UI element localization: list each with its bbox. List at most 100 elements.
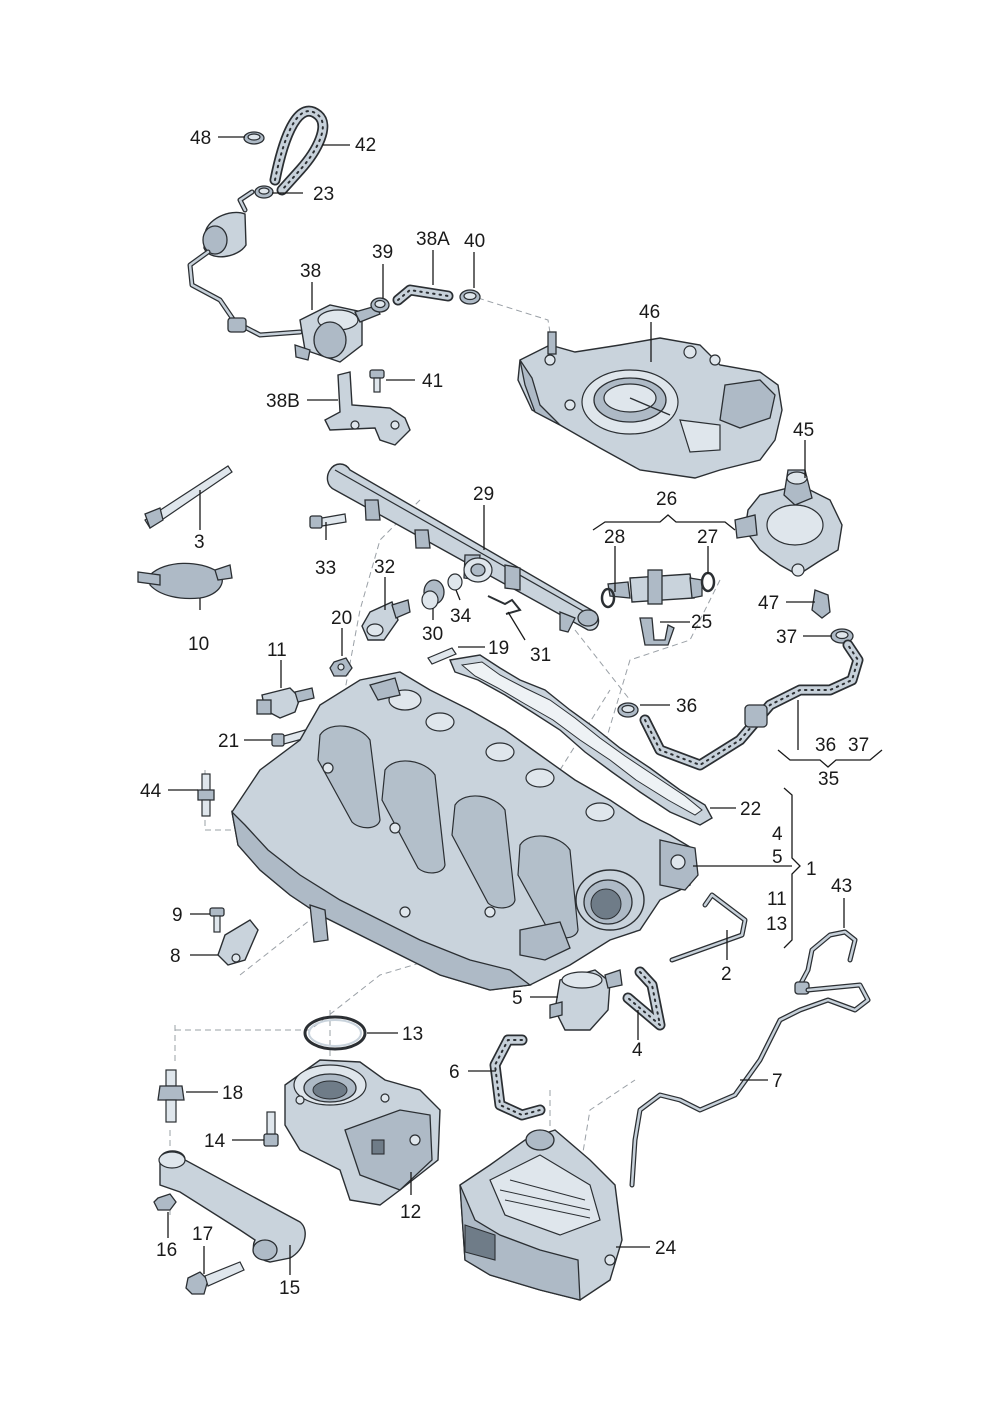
label-28: 28 [604,527,625,548]
label-34: 34 [450,606,472,627]
label-6: 6 [449,1062,460,1083]
label-3: 3 [194,532,205,553]
vent-filter [202,189,255,258]
label-25: 25 [691,612,712,633]
clamp-48 [243,131,265,145]
hose-4 [622,966,666,1031]
nut-16 [153,1193,177,1211]
label-5-valve: 5 [512,988,523,1009]
leader-lines [167,136,883,1275]
cable-tie-3 [144,465,233,529]
label-43: 43 [831,876,852,897]
stud-19 [427,647,457,665]
label-14: 14 [204,1131,226,1152]
label-2: 2 [721,964,732,985]
label-9: 9 [172,905,183,926]
label-20: 20 [331,608,352,629]
label-17: 17 [192,1224,213,1245]
intake-manifold [230,671,699,991]
stud-18 [157,1069,185,1123]
label-18: 18 [222,1083,243,1104]
label-10: 10 [188,634,209,655]
label-13-oring: 13 [402,1024,423,1045]
line-43 [794,929,858,995]
gasket-22 [449,654,713,826]
label-11-sensor: 11 [267,640,287,661]
part-30 [421,579,445,610]
sensor-11 [256,687,315,719]
pump-45 [734,469,843,577]
hose-42 [269,105,329,196]
sensor-32 [361,599,411,641]
clamp-37 [830,628,854,644]
valve-5 [549,969,623,1031]
label-37-pump: 37 [776,627,797,648]
clamp-39 [370,297,390,313]
hose-38A [392,284,454,306]
o-ring-27 [700,571,716,593]
fuel-rail-29 [326,463,600,633]
label-41: 41 [422,371,443,392]
label-30: 30 [422,624,443,645]
label-4-hose: 4 [632,1040,643,1061]
label-44: 44 [140,781,162,802]
label-40: 40 [464,231,485,252]
cover-46 [517,331,783,479]
clamp-40 [459,289,481,305]
bolt-41 [369,369,385,393]
o-ring-28 [600,587,616,609]
label-13-group: 13 [766,914,787,935]
label-29: 29 [473,484,494,505]
sensor-8 [217,919,259,966]
nut-20 [329,657,353,677]
air-filter-24 [459,1129,623,1301]
label-12: 12 [400,1202,421,1223]
clip-31 [487,595,522,615]
hose-36-37 [639,639,864,771]
hose-6 [489,1034,546,1121]
bolt-9 [209,907,225,933]
o-ring-34 [447,573,463,591]
label-21: 21 [218,731,239,752]
label-46: 46 [639,302,660,323]
label-15: 15 [279,1278,300,1299]
label-35: 35 [818,769,839,790]
bolt-21 [271,729,307,747]
vent-line [187,249,303,338]
fitting-47 [811,589,831,619]
label-42: 42 [355,135,376,156]
clamp-36 [617,702,639,718]
label-38: 38 [300,261,321,282]
label-38A: 38A [416,229,450,250]
label-8: 8 [170,946,181,967]
bracket-15 [158,1150,306,1263]
label-38B: 38B [266,391,300,412]
line-7 [629,982,871,1188]
hose-2 [669,892,748,963]
label-1: 1 [806,859,817,880]
label-22: 22 [740,799,761,820]
label-37-group: 37 [848,735,869,756]
bolt-17 [185,1261,245,1295]
label-48: 48 [190,128,211,149]
label-5-group: 5 [772,847,783,868]
part-labels: 48 42 23 38 39 38A 40 41 38B 46 45 3 29 … [140,128,869,1299]
bolt-14 [263,1111,279,1147]
label-36-group: 36 [815,735,836,756]
label-7: 7 [772,1071,783,1092]
valve-38 [294,304,381,363]
clip-25 [639,617,675,646]
label-45: 45 [793,420,814,441]
bolt-33 [309,513,347,529]
assembly-guide-lines [169,297,721,1215]
label-31: 31 [530,645,551,666]
throttle-body-12 [284,1059,441,1206]
clamp-23 [254,185,274,199]
label-23: 23 [313,184,334,205]
label-11-group: 11 [767,889,787,910]
label-16: 16 [156,1240,177,1261]
injector-26 [607,569,703,605]
label-27: 27 [697,527,718,548]
stud-44 [197,773,215,817]
